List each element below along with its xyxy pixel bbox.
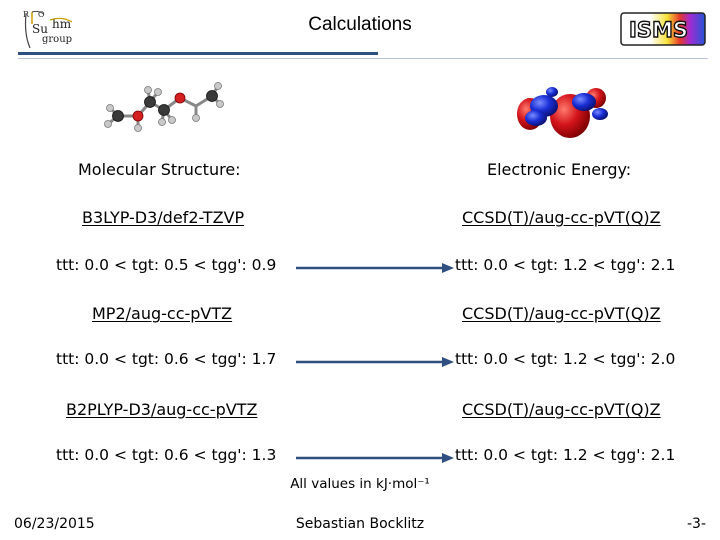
footer-author: Sebastian Bocklitz [295, 516, 425, 532]
row2-structure-values: ttt: 0.0 < tgt: 0.6 < tgg': 1.7 [56, 350, 277, 368]
svg-text:ISMS: ISMS [629, 18, 688, 42]
isms-logo: ISMS [620, 12, 706, 46]
row3-arrow [296, 450, 456, 464]
slide-title: Calculations [308, 14, 412, 35]
row2-arrow [296, 354, 456, 368]
svg-text:O: O [38, 10, 45, 19]
svg-text:R: R [23, 10, 30, 19]
row3-energy-values: ttt: 0.0 < tgt: 1.2 < tgg': 2.1 [455, 446, 676, 464]
row3-structure-values: ttt: 0.0 < tgt: 0.6 < tgg': 1.3 [56, 446, 277, 464]
svg-text:hm: hm [52, 17, 72, 31]
row1-arrow [296, 260, 456, 274]
units-note: All values in kJ·mol⁻¹ [290, 476, 430, 492]
row3-energy-method: CCSD(T)/aug-cc-pVT(Q)Z [462, 400, 661, 419]
header-divider-thin [18, 58, 708, 59]
electronic-orbital-image [512, 84, 612, 140]
row1-structure-values: ttt: 0.0 < tgt: 0.5 < tgg': 0.9 [56, 256, 277, 274]
row1-energy-values: ttt: 0.0 < tgt: 1.2 < tgg': 2.1 [455, 256, 676, 274]
molecular-structure-heading: Molecular Structure: [78, 160, 241, 179]
svg-text:Su: Su [32, 22, 48, 36]
row1-energy-method: CCSD(T)/aug-cc-pVT(Q)Z [462, 208, 661, 227]
header-divider [18, 52, 378, 55]
electronic-energy-heading: Electronic Energy: [487, 160, 632, 179]
suhm-group-logo: R O Su hm group [22, 8, 80, 52]
row1-structure-method: B3LYP-D3/def2-TZVP [82, 208, 245, 227]
molecular-structure-image [100, 80, 224, 140]
footer-date: 06/23/2015 [14, 516, 95, 532]
svg-text:group: group [42, 34, 72, 45]
row2-structure-method: MP2/aug-cc-pVTZ [92, 304, 233, 323]
row2-energy-method: CCSD(T)/aug-cc-pVT(Q)Z [462, 304, 661, 323]
row2-energy-values: ttt: 0.0 < tgt: 1.2 < tgg': 2.0 [455, 350, 676, 368]
row3-structure-method: B2PLYP-D3/aug-cc-pVTZ [66, 400, 258, 419]
page-number: -3- [686, 516, 706, 532]
